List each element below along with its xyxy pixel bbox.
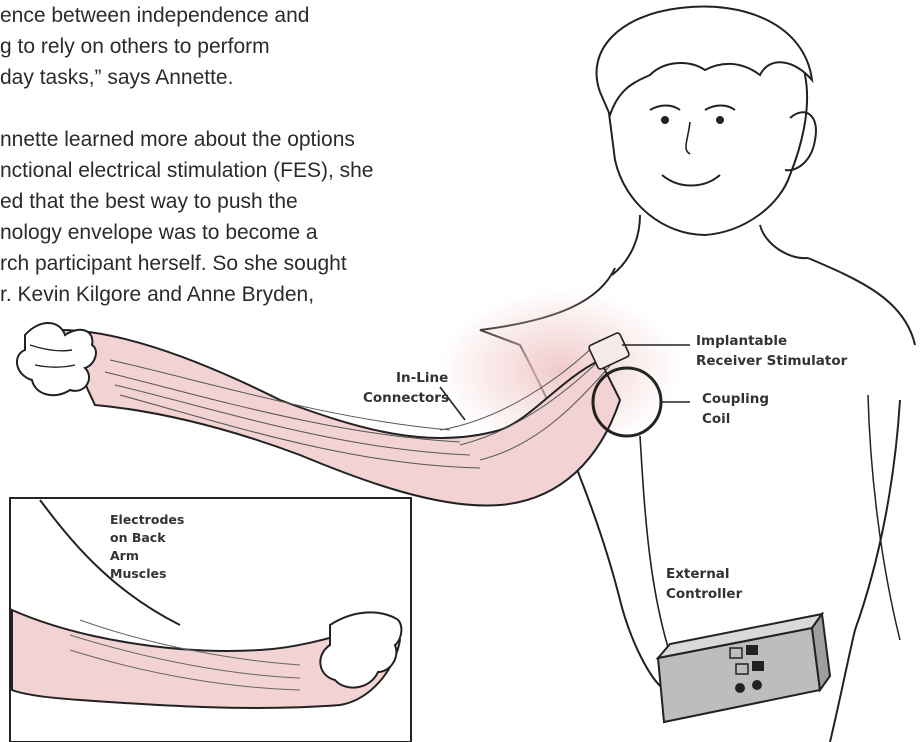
label-in-line-1: In-Line <box>396 370 448 386</box>
label-in-line-2: Connectors <box>363 390 449 406</box>
label-external-1: External <box>666 566 730 582</box>
label-coupling-1: Coupling <box>702 391 769 407</box>
label-coupling-2: Coil <box>702 411 730 427</box>
label-implantable-2: Receiver Stimulator <box>696 353 848 369</box>
inset-forearm <box>10 498 411 742</box>
label-implantable-1: Implantable <box>696 333 787 349</box>
label-external-2: Controller <box>666 586 743 602</box>
label-electrodes-4: Muscles <box>110 566 166 581</box>
torso-side-line <box>868 395 900 640</box>
label-electrodes-2: on Back <box>110 530 166 545</box>
label-electrodes-1: Electrodes <box>110 512 184 527</box>
external-controller <box>658 614 830 722</box>
head <box>597 7 816 235</box>
label-electrodes-3: Arm <box>110 548 139 563</box>
coil-cable <box>640 436 676 672</box>
